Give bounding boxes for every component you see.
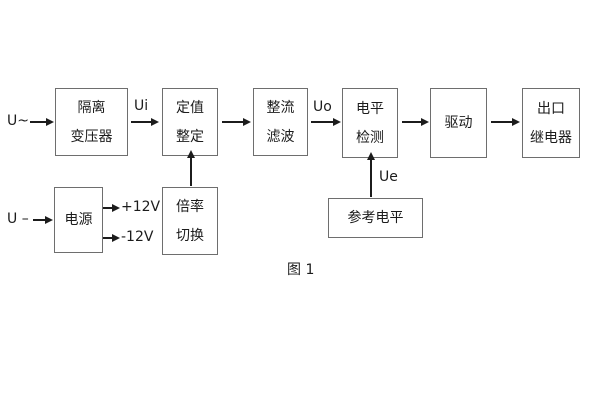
block-reference-level: 参考电平 bbox=[328, 198, 423, 238]
block-multiplier-switch: 倍率 切换 bbox=[162, 187, 218, 255]
block-output-relay: 出口 继电器 bbox=[522, 88, 580, 158]
figure-caption: 图 1 bbox=[287, 262, 315, 278]
block-label-line: 滤波 bbox=[266, 128, 295, 145]
block-label-line: 驱动 bbox=[444, 115, 473, 131]
block-label-line: 电源 bbox=[64, 212, 93, 228]
arrow-right-icon bbox=[491, 118, 520, 125]
arrow-right-icon bbox=[402, 118, 429, 125]
block-label-line: 出口 bbox=[537, 100, 565, 117]
block-isolation-transformer: 隔离 变压器 bbox=[55, 88, 128, 156]
signal-label-uo: Uo bbox=[313, 99, 332, 115]
block-rectifier-filter: 整流 滤波 bbox=[253, 88, 308, 156]
block-label-line: 检测 bbox=[356, 129, 384, 146]
block-label-line: 继电器 bbox=[530, 129, 572, 146]
block-label-line: 整流 bbox=[266, 99, 295, 116]
arrow-right-icon bbox=[131, 118, 159, 125]
block-label-line: 倍率 bbox=[176, 198, 204, 215]
arrow-right-icon bbox=[103, 204, 120, 211]
arrow-right-icon bbox=[311, 118, 341, 125]
block-label-line: 隔离 bbox=[77, 99, 106, 116]
signal-label-ue: Ue bbox=[379, 169, 398, 185]
block-power-supply: 电源 bbox=[54, 187, 103, 253]
dc-input-label: U – bbox=[7, 211, 29, 227]
block-label-line: 定值 bbox=[176, 99, 204, 116]
block-label-line: 电平 bbox=[356, 100, 384, 117]
signal-label-ui: Ui bbox=[134, 98, 149, 114]
arrow-right-icon bbox=[33, 216, 53, 223]
block-setpoint-adjust: 定值 整定 bbox=[162, 88, 218, 156]
block-label-line: 变压器 bbox=[70, 128, 113, 145]
arrow-up-icon bbox=[367, 152, 374, 197]
arrow-right-icon bbox=[30, 118, 54, 125]
arrow-up-icon bbox=[187, 150, 194, 186]
block-label-line: 切换 bbox=[176, 227, 204, 244]
ac-input-label: U~ bbox=[7, 113, 29, 129]
arrow-right-icon bbox=[222, 118, 251, 125]
block-label-line: 整定 bbox=[176, 128, 204, 145]
block-label-line: 参考电平 bbox=[347, 210, 404, 226]
block-driver: 驱动 bbox=[430, 88, 487, 158]
signal-label-plus-12v: +12V bbox=[121, 199, 161, 215]
signal-label-minus-12v: -12V bbox=[121, 229, 154, 245]
block-level-detector: 电平 检测 bbox=[342, 88, 398, 158]
arrow-right-icon bbox=[103, 234, 120, 241]
